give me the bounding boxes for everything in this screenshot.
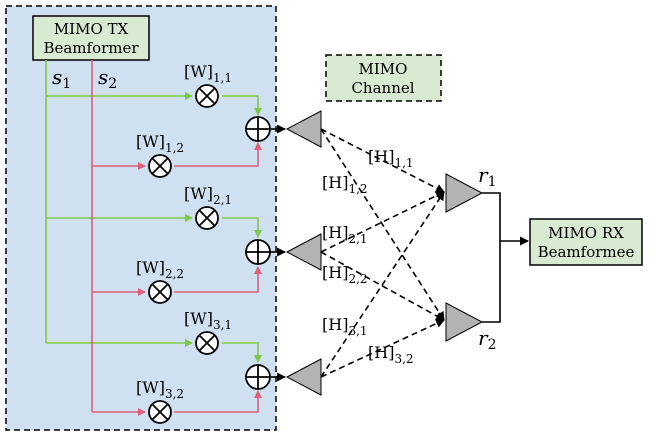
- stream-s2-lines: [91, 60, 262, 416]
- tx-antenna-3-icon: [285, 358, 322, 396]
- adder-1-icon: [245, 116, 271, 142]
- tx-antenna-1-icon: [285, 110, 322, 148]
- channel-h32-label: [H]3,2: [368, 343, 414, 366]
- multiplier-w21-icon: [195, 206, 219, 230]
- rx-r2-label: r2: [478, 326, 496, 353]
- multiplier-w32-icon: [148, 400, 172, 424]
- rx-antenna-1-icon: [445, 173, 484, 213]
- rx-r1-label: r1: [478, 163, 496, 190]
- stream-s2-label: s2: [98, 65, 117, 92]
- multiplier-w22-icon: [148, 280, 172, 304]
- weight-w22-label: [W]2,2: [136, 258, 184, 281]
- weight-w12-label: [W]1,2: [136, 132, 184, 155]
- channel-h21-label: [H]2,1: [322, 223, 368, 246]
- multiplier-w31-icon: [195, 331, 219, 355]
- channel-h31-label: [H]3,1: [322, 315, 368, 338]
- weight-w32-label: [W]3,2: [136, 378, 184, 401]
- stream-s1-label: s1: [52, 65, 71, 92]
- tx-beamformer-line2: Beamformer: [43, 39, 139, 57]
- rx-beamformee-box: MIMO RX Beamformee: [529, 218, 643, 266]
- channel-line2: Channel: [351, 79, 414, 97]
- channel-box: MIMO Channel: [325, 54, 442, 102]
- stream-s1-lines: [45, 60, 262, 363]
- weight-w21-label: [W]2,1: [184, 184, 232, 207]
- rx-antenna-2-icon: [445, 302, 484, 342]
- multiplier-w11-icon: [195, 84, 219, 108]
- tx-beamformer-box: MIMO TX Beamformer: [32, 15, 150, 61]
- adder-2-icon: [245, 239, 271, 265]
- multiplier-w12-icon: [148, 154, 172, 178]
- channel-paths: [320, 128, 445, 378]
- rx-beamformee-line1: MIMO RX: [548, 224, 624, 242]
- channel-h22-label: [H]2,2: [322, 263, 368, 286]
- rx-combiner-lines: [482, 192, 529, 323]
- rx-beamformee-line2: Beamformee: [538, 243, 635, 261]
- weight-w31-label: [W]3,1: [184, 309, 232, 332]
- weight-w11-label: [W]1,1: [184, 62, 232, 85]
- tx-beamformer-line1: MIMO TX: [54, 20, 129, 38]
- adder-3-icon: [245, 364, 271, 390]
- channel-line1: MIMO: [359, 60, 408, 78]
- channel-h11-label: [H]1,1: [368, 147, 414, 170]
- channel-h12-label: [H]1,2: [322, 173, 368, 196]
- tx-antenna-2-icon: [285, 233, 322, 271]
